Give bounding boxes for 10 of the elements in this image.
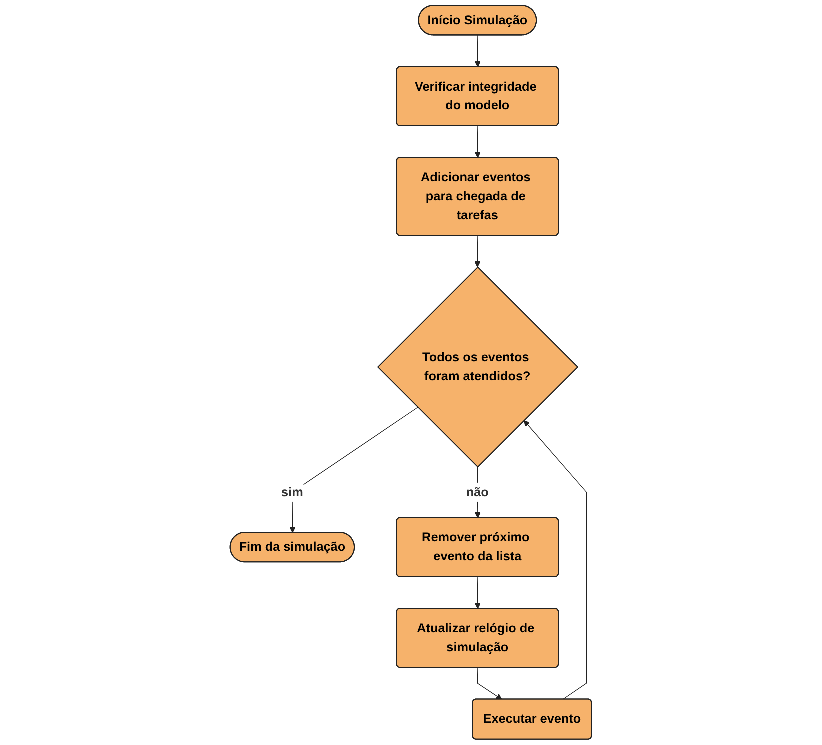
arrow <box>474 126 481 158</box>
arrow <box>474 35 481 68</box>
arrow <box>474 236 481 268</box>
edge-label: sim <box>282 485 304 500</box>
node-diamond: Todos os eventos foram atendidos? <box>377 266 579 468</box>
arrow <box>474 576 481 610</box>
edge-label: não <box>466 485 489 500</box>
arrow <box>290 407 418 534</box>
arrow <box>524 420 588 700</box>
arrow <box>477 668 502 700</box>
